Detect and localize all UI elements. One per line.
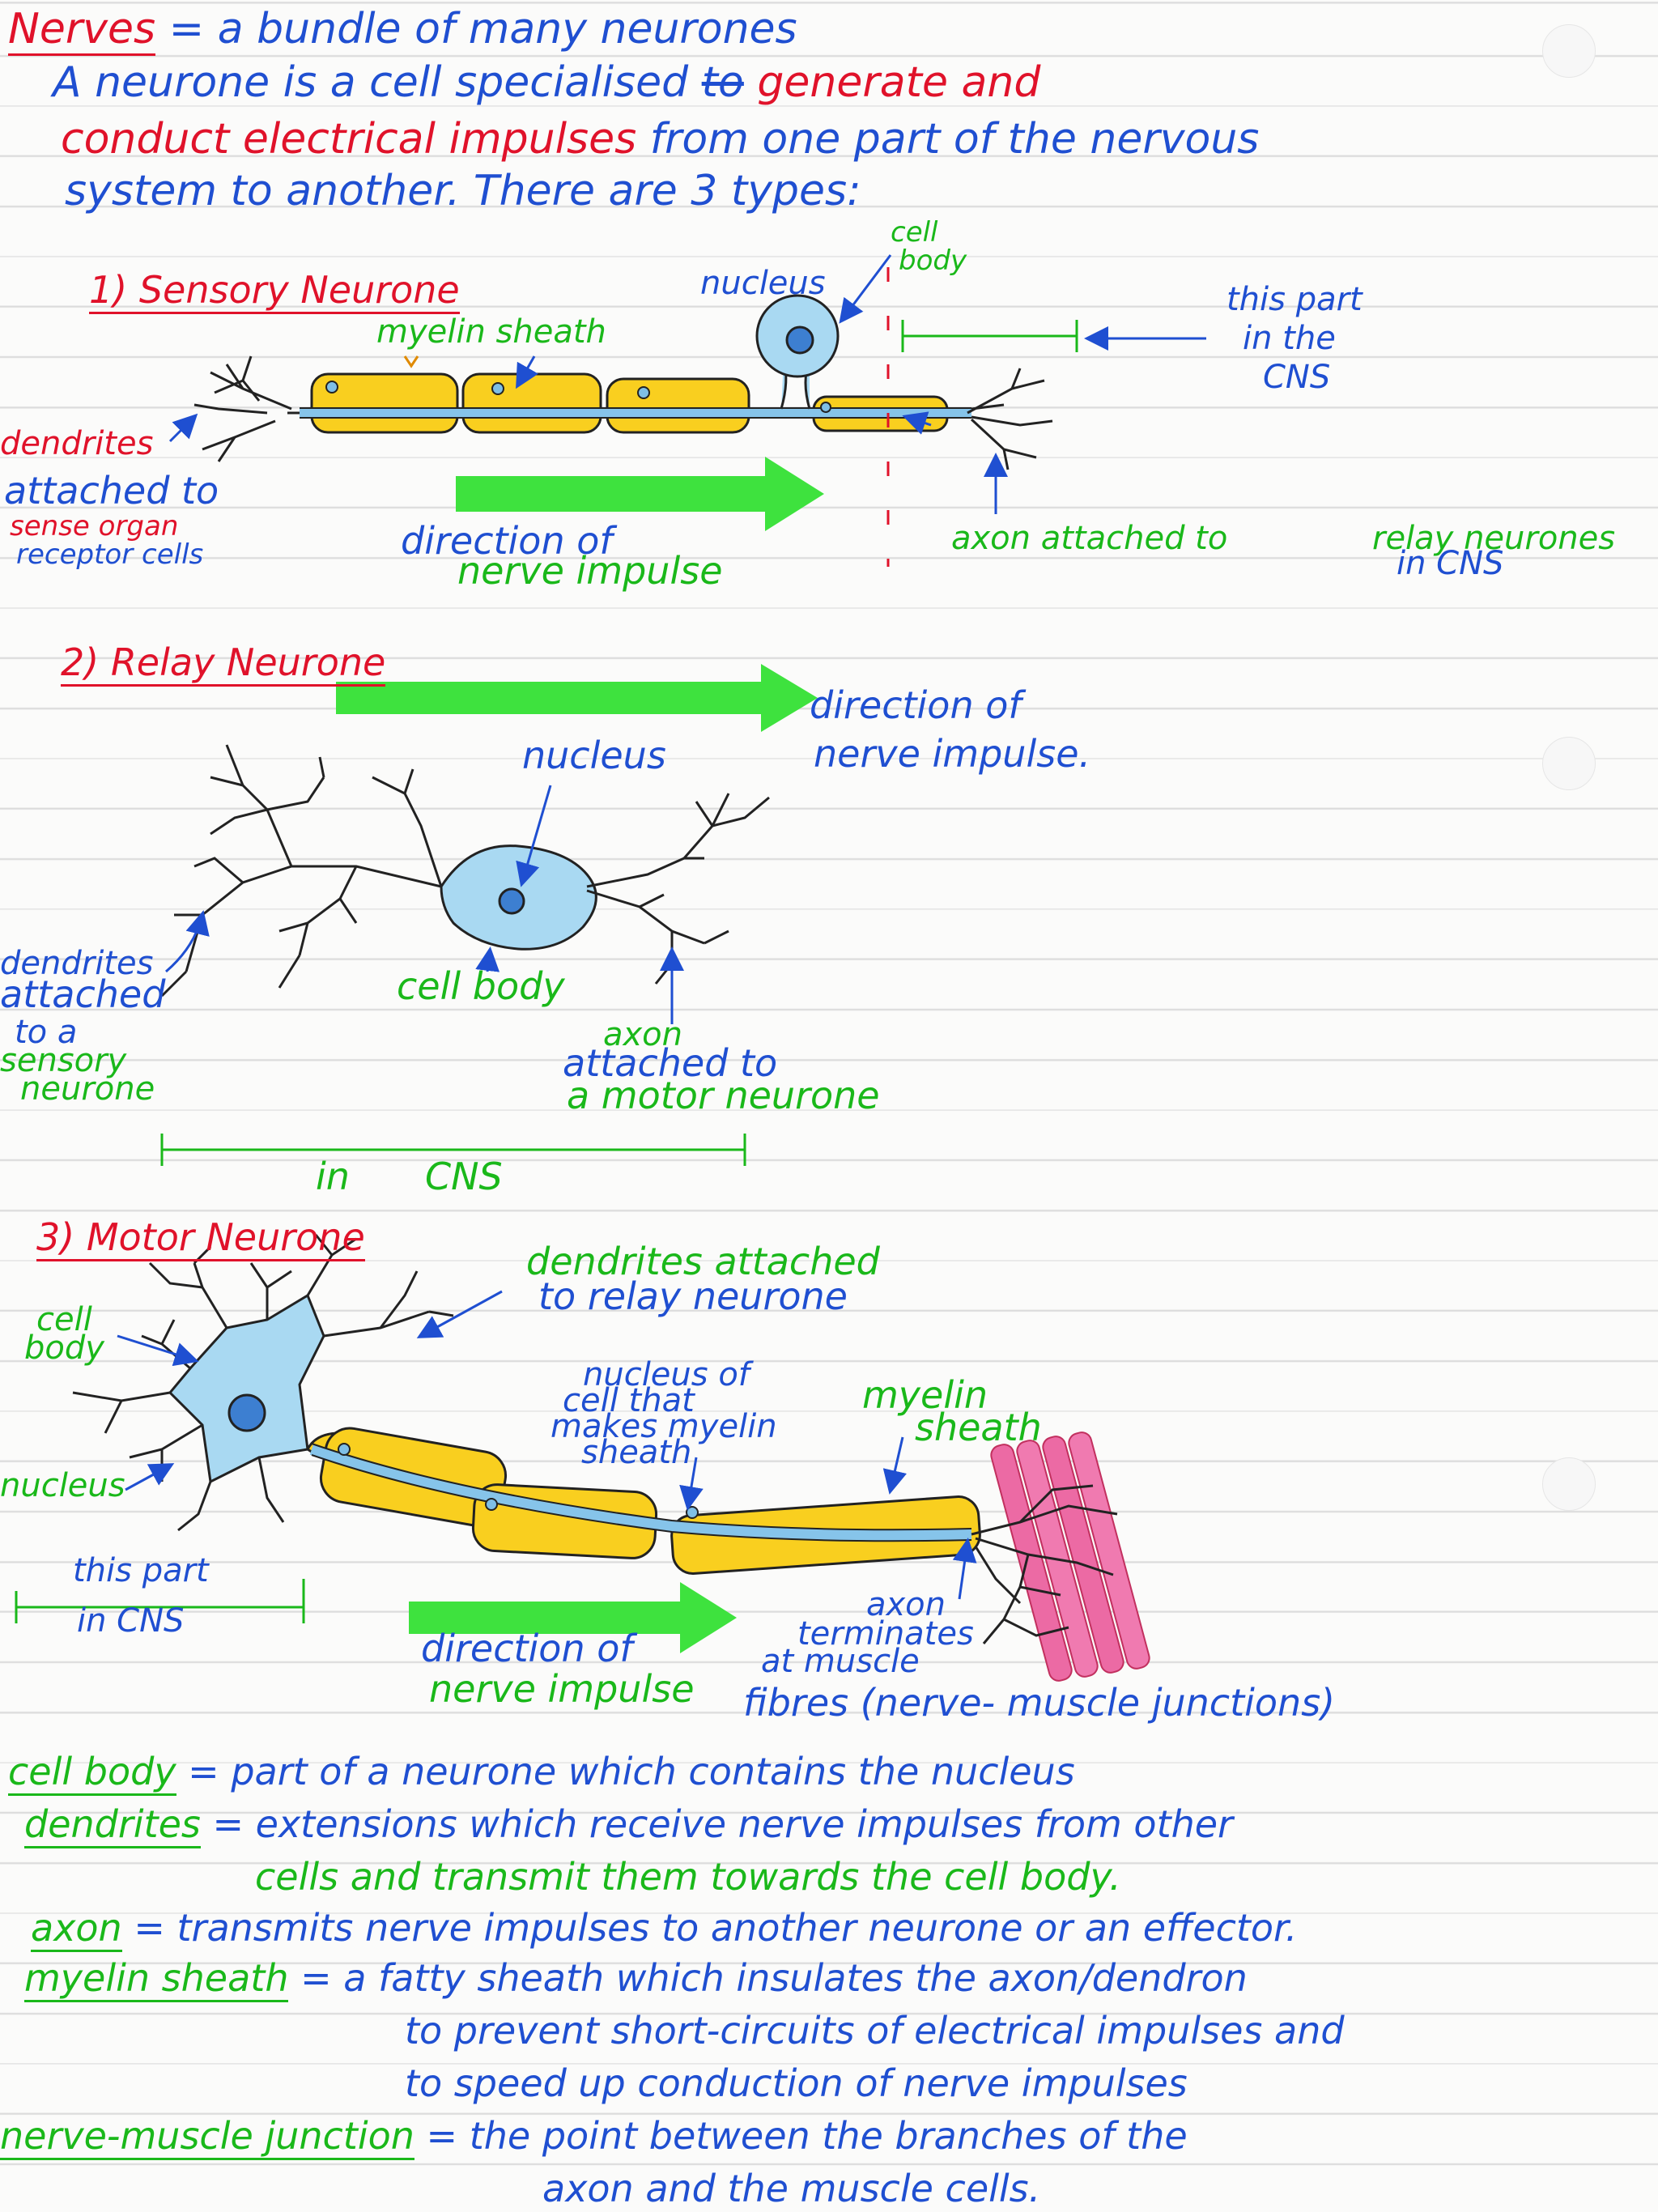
- relay-dendrites: [160, 744, 443, 998]
- sensory-body-label: body: [899, 245, 967, 277]
- relay-heading: 2) Relay Neurone: [61, 640, 386, 687]
- motor-heading: 3) Motor Neurone: [36, 1215, 365, 1261]
- relay-direction-arrow: [336, 664, 818, 732]
- intro-line-1: Nerves = a bundle of many neurones: [8, 5, 797, 56]
- motor-terminates-label: terminates: [797, 1615, 974, 1653]
- sensory-relay-label-1: relay neurones: [1372, 520, 1616, 557]
- definition-myelin-line-2: to prevent short-circuits of electrical …: [405, 2009, 1345, 2052]
- definition-dendrites: dendrites = extensions which receive ner…: [24, 1802, 1233, 1848]
- definition-cell-body: cell body = part of a neurone which cont…: [8, 1750, 1075, 1796]
- sensory-neurone-diagram: [168, 254, 1206, 567]
- relay-dendrites-label-3: to a: [15, 1014, 78, 1051]
- sensory-direction-arrow: [456, 457, 824, 531]
- sensory-myelin-label: myelin sheath: [376, 313, 606, 351]
- motor-myelin-nucleus-label-4: sheath: [581, 1434, 692, 1471]
- relay-axon-label-3: a motor neurone: [567, 1074, 880, 1117]
- definition-nmj-line-2: axon and the muscle cells.: [542, 2167, 1041, 2210]
- binder-hole: [1542, 24, 1596, 78]
- motor-nucleus-label: nucleus: [0, 1467, 125, 1504]
- sensory-dendrites: [193, 355, 292, 462]
- sensory-dendrites-label-1: dendrites: [0, 425, 154, 462]
- relay-dendrites-label-2: attached: [0, 972, 166, 1016]
- motor-axon-terminals: [971, 1484, 1118, 1644]
- motor-axon-label: axon: [866, 1586, 946, 1623]
- motor-dendrites-label-1: dendrites attached: [526, 1240, 880, 1283]
- relay-nucleus-label: nucleus: [522, 734, 666, 777]
- motor-at-muscle-label: at muscle: [761, 1643, 920, 1680]
- sensory-cns-note-3: CNS: [1263, 359, 1331, 396]
- motor-myelin-label-1: myelin: [862, 1373, 988, 1417]
- motor-cns-note-2: in CNS: [77, 1602, 185, 1640]
- motor-myelin-nucleus-label-1: nucleus of: [583, 1356, 750, 1393]
- relay-nucleus: [498, 887, 525, 915]
- binder-hole: [1542, 737, 1596, 790]
- binder-hole: [1542, 1457, 1596, 1511]
- motor-direction-label-1: direction of: [421, 1627, 633, 1670]
- intro-line-4: system to another. There are 3 types:: [65, 167, 861, 215]
- relay-cell-body-label: cell body: [397, 964, 565, 1008]
- sensory-nucleus: [785, 325, 814, 355]
- relay-axon-label-2: attached to: [563, 1041, 778, 1085]
- definition-axon: axon = transmits nerve impulses to anoth…: [31, 1906, 1297, 1952]
- motor-myelin-nucleus-label-3: makes myelin: [551, 1408, 777, 1445]
- relay-neurone-diagram: [160, 664, 818, 1166]
- relay-direction-label-1: direction of: [810, 683, 1022, 727]
- sensory-nucleus-label: nucleus: [700, 265, 826, 302]
- motor-cns-note-1: this part: [73, 1552, 209, 1589]
- sensory-cns-note-1: this part: [1226, 281, 1363, 318]
- muscle-fibres: [990, 1431, 1150, 1682]
- motor-cns-bracket: [15, 1579, 305, 1623]
- definition-dendrites-line-2: cells and transmit them towards the cell…: [255, 1855, 1121, 1899]
- relay-cns-label-2: CNS: [425, 1155, 503, 1198]
- sensory-axon-label: axon attached to: [951, 520, 1228, 557]
- intro-line-3: conduct electrical impulses from one par…: [61, 115, 1260, 164]
- motor-neurone-diagram: [15, 1234, 1150, 1682]
- relay-cns-bracket: [160, 1134, 746, 1166]
- relay-cns-label-1: in: [316, 1155, 350, 1198]
- relay-dendrites-label-4: sensory: [0, 1042, 127, 1079]
- sensory-dendrites-label-4: receptor cells: [16, 538, 204, 571]
- motor-muscle-junction-label: fibres (nerve- muscle junctions): [743, 1681, 1336, 1725]
- intro-line-2: A neurone is a cell specialised to gener…: [53, 58, 1041, 107]
- cns-bracket: [901, 320, 1078, 352]
- motor-body-label: body: [24, 1329, 104, 1367]
- relay-dendrites-label-5: neurone: [20, 1070, 155, 1108]
- motor-direction-arrow: [409, 1582, 737, 1653]
- sensory-direction-label-1: direction of: [401, 519, 613, 563]
- sensory-myelin-sheath: [310, 372, 949, 434]
- motor-direction-label-2: nerve impulse: [429, 1667, 695, 1711]
- sensory-direction-label-2: nerve impulse: [457, 549, 723, 593]
- relay-direction-label-2: nerve impulse.: [814, 732, 1091, 776]
- sensory-dendrites-label-2: attached to: [4, 469, 219, 513]
- sensory-cns-note-2: in the: [1243, 320, 1336, 357]
- relay-axon-label-1: axon: [603, 1016, 683, 1053]
- definition-myelin-line-3: to speed up conduction of nerve impulses: [405, 2061, 1188, 2105]
- definition-nerve-muscle-junction: nerve-muscle junction = the point betwee…: [0, 2114, 1188, 2160]
- motor-myelin-label-2: sheath: [915, 1406, 1042, 1449]
- sensory-cell-label: cell: [891, 216, 938, 249]
- intro-line-1-text: = a bundle of many neurones: [168, 5, 797, 53]
- nerves-term: Nerves: [8, 5, 156, 56]
- sensory-heading: 1) Sensory Neurone: [89, 268, 460, 314]
- motor-myelin-nucleus-label-2: cell that: [563, 1382, 695, 1419]
- motor-nucleus: [227, 1393, 266, 1432]
- relay-dendrites-label-1: dendrites: [0, 945, 154, 982]
- definition-myelin-sheath: myelin sheath = a fatty sheath which ins…: [24, 1956, 1248, 2002]
- sensory-relay-label-2: in CNS: [1397, 545, 1504, 582]
- motor-cell-label: cell: [36, 1301, 92, 1338]
- motor-dendrites: [72, 1234, 454, 1532]
- sensory-dendrites-label-3: sense organ: [10, 510, 179, 542]
- motor-dendrites-label-2: to relay neurone: [538, 1274, 848, 1318]
- motor-cell-body: [168, 1293, 325, 1484]
